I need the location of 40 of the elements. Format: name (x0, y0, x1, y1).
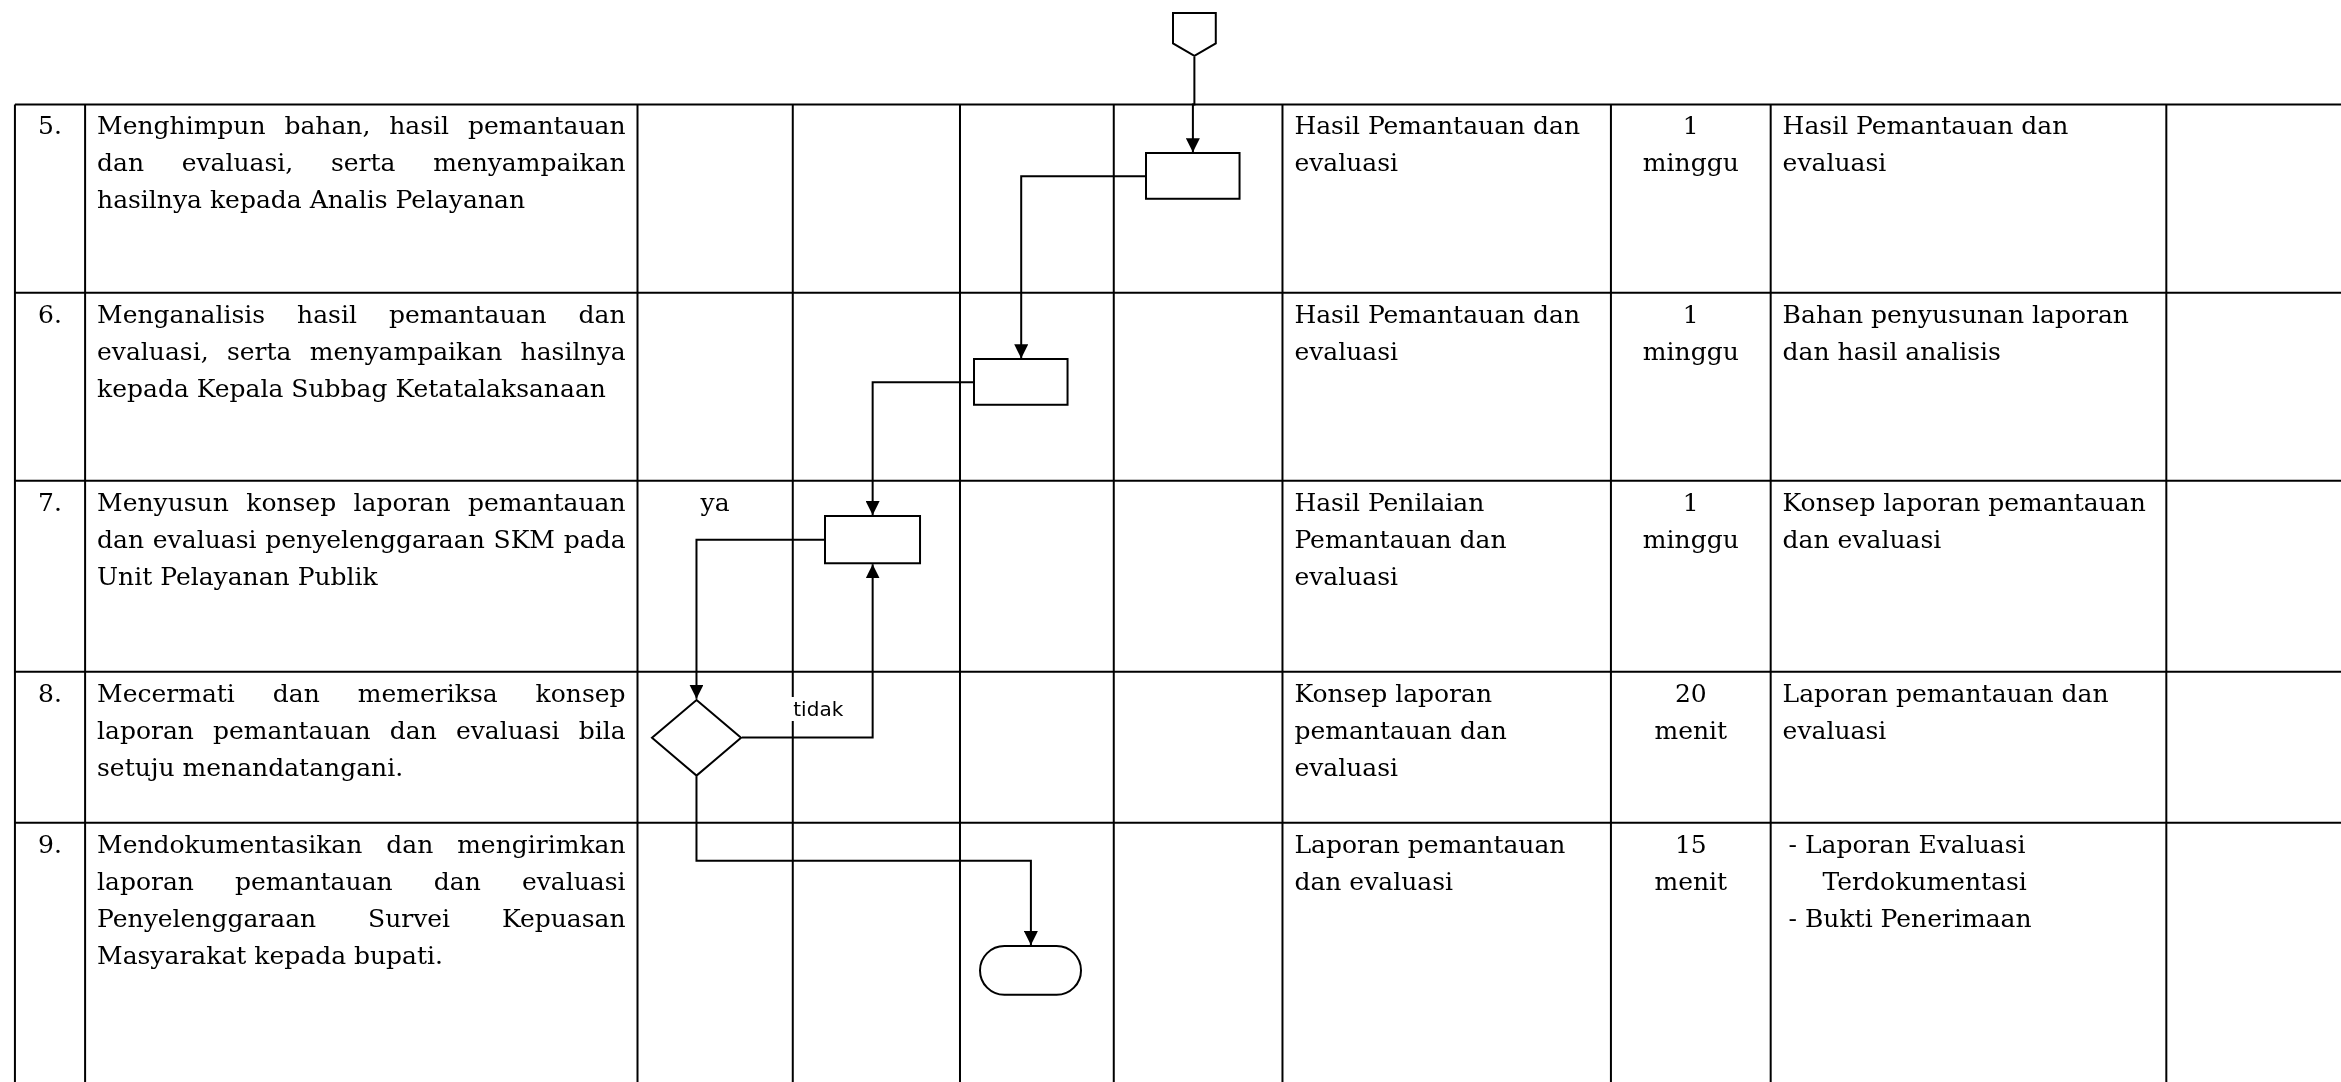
duration-text: 20 menit (1653, 677, 1729, 747)
duration-text: 1 minggu (1641, 486, 1740, 556)
input-text: Hasil Penilaian Pemantauan dan evaluasi (1294, 486, 1508, 593)
output-list-item: - Bukti Penerimaan (1788, 903, 2033, 936)
row-number: 7. (37, 486, 63, 519)
duration-text: 1 minggu (1641, 298, 1740, 368)
input-text: Konsep laporan pemantauan dan evaluasi (1294, 677, 1508, 784)
output-text: Hasil Pemantauan dan evaluasi (1782, 110, 2070, 180)
process-box (824, 515, 922, 565)
arrow (1014, 175, 1147, 360)
step-description: Menganalisis hasil pemantauan dan evaluasi, serta menyampaikan hasilnya kepada Kepala Subbag Ketatalaksanaan (97, 298, 626, 405)
arrow (741, 563, 880, 739)
input-text: Laporan pemantauan dan evaluasi (1294, 828, 1567, 898)
process-box (973, 358, 1069, 407)
step-description: Mendokumentasikan dan mengirimkan laporan pemantauan dan evaluasi Penyelenggaraan Survei Kepuasan Masyarakat kepada bupati. (97, 828, 626, 972)
terminator-shape (979, 945, 1083, 996)
arrow (865, 381, 975, 517)
edge-label: tidak (791, 697, 846, 722)
output-text: Konsep laporan pemantauan dan evaluasi (1782, 486, 2147, 556)
row-number: 6. (37, 298, 63, 331)
output-text: Bahan penyusunan laporan dan hasil analisis (1782, 298, 2130, 368)
step-description: Mecermati dan memeriksa konsep laporan pemantauan dan evaluasi bila setuju menandatangani. (97, 677, 626, 784)
row-number: 8. (37, 677, 63, 710)
row-number: 9. (37, 828, 63, 861)
output-text: Laporan pemantauan dan evaluasi (1782, 677, 2110, 747)
step-description: Menghimpun bahan, hasil pemantauan dan evaluasi, serta menyampaikan hasilnya kepada Analis Pelayanan (97, 110, 626, 217)
output-list-item: - Laporan Evaluasi Terdokumentasi (1788, 828, 2028, 898)
off-page-connector (1172, 11, 1217, 57)
process-box (1145, 152, 1241, 201)
arrow (689, 538, 826, 700)
input-text: Hasil Pemantauan dan evaluasi (1294, 110, 1582, 180)
arrow (1185, 55, 1200, 154)
duration-text: 1 minggu (1641, 110, 1740, 180)
row-number: 5. (37, 110, 63, 143)
duration-text: 15 menit (1653, 828, 1729, 898)
decision-diamond (650, 698, 742, 777)
input-text: Hasil Pemantauan dan evaluasi (1294, 298, 1582, 368)
branch-label: ya (699, 486, 731, 519)
step-description: Menyusun konsep laporan pemantauan dan evaluasi penyelenggaraan SKM pada Unit Pelayanan Publik (97, 486, 626, 593)
arrow (695, 775, 1038, 947)
